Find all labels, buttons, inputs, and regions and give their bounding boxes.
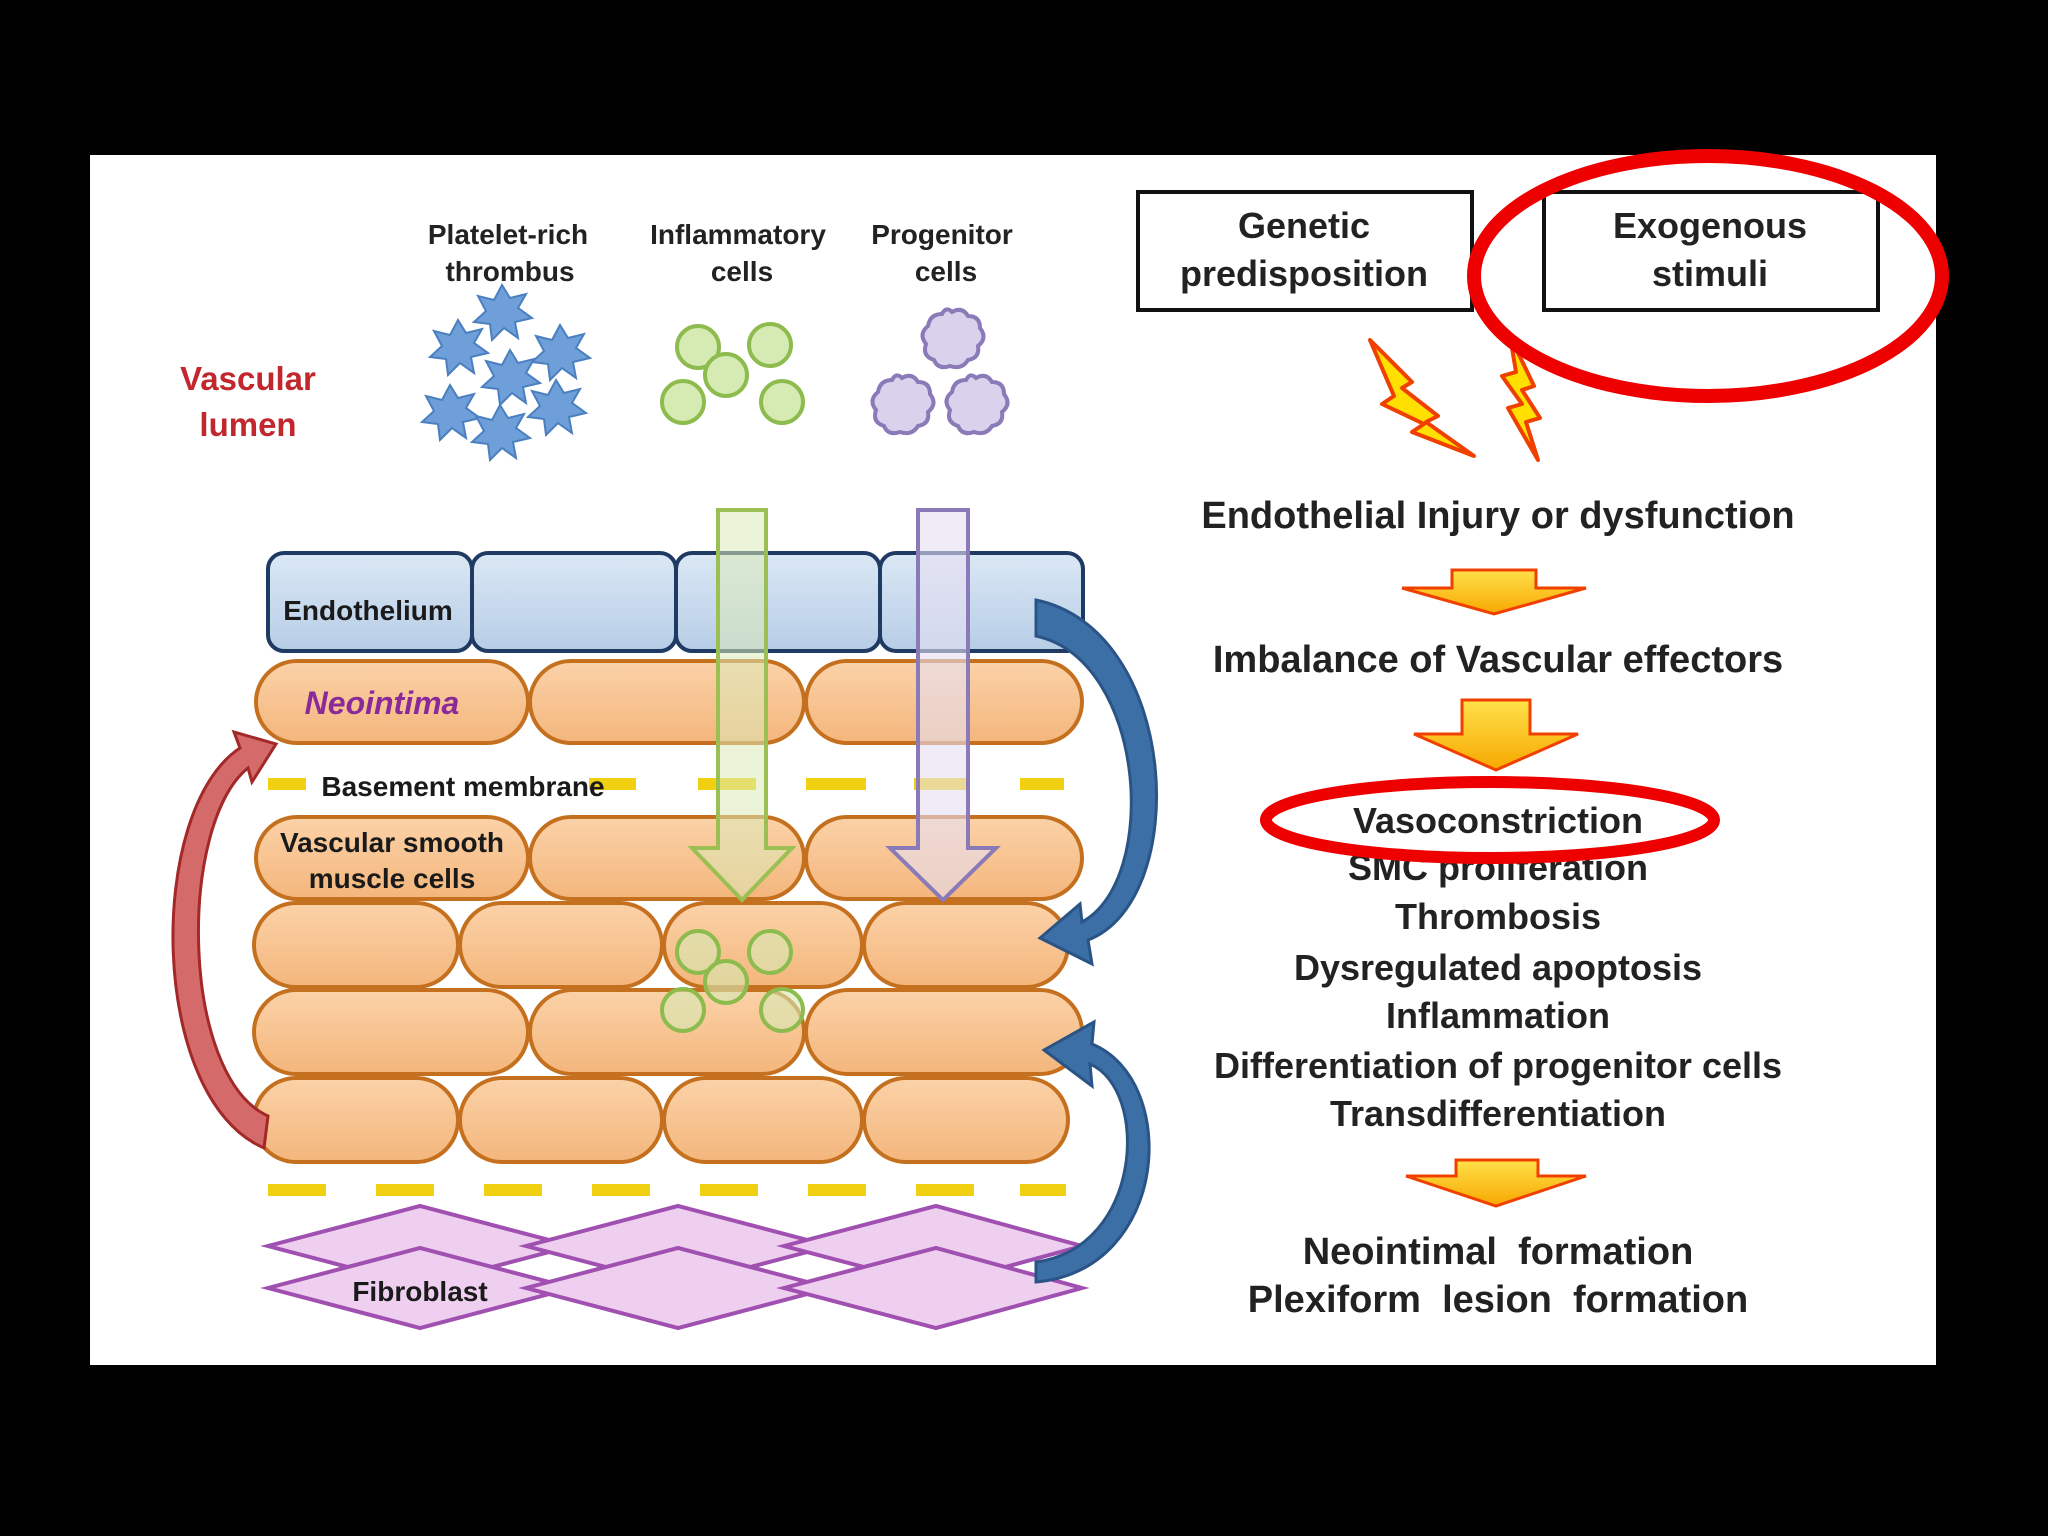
genetic-predisposition-box: [1136, 190, 1474, 312]
genetic-label-line2: predisposition: [1180, 253, 1428, 294]
exogenous-highlight-circle: [1467, 149, 1949, 403]
fibroblast-layer: [260, 1203, 1090, 1331]
endothelium-label: Endothelium: [283, 595, 453, 626]
progenitor-migration-arrow: [885, 508, 1001, 903]
progenitor-label-line1: Progenitor: [871, 219, 1013, 250]
vasoconstriction-highlight-circle: [1260, 776, 1720, 864]
lightning-bolt-left-icon: [1368, 338, 1476, 458]
platelet-label-line2: thrombus: [445, 256, 574, 287]
genetic-label-line1: Genetic: [1238, 205, 1370, 246]
effect-dysregulated-apoptosis: Dysregulated apoptosis: [1294, 947, 1702, 988]
basement-membrane-label: Basement membrane: [321, 771, 604, 802]
exogenous-label-line2: stimuli: [1652, 253, 1768, 294]
effect-inflammation: Inflammation: [1386, 995, 1610, 1036]
platelet-label-line1: Platelet-rich: [428, 219, 588, 250]
inflammatory-label-line1: Inflammatory: [650, 219, 826, 250]
outcome-plexiform: Plexiform lesion formation: [1248, 1279, 1748, 1321]
inflammatory-cells-icon: [660, 322, 805, 425]
imbalance-step: Imbalance of Vascular effectors: [1213, 639, 1783, 681]
vsmc-label-line2: muscle cells: [309, 863, 476, 894]
effect-vasoconstriction: Vasoconstriction: [1353, 800, 1643, 841]
exogenous-stimuli-box: [1542, 190, 1880, 312]
red-migration-arrow: [171, 729, 279, 1151]
neointima-label: Neointima: [305, 685, 460, 721]
inflammatory-label-line2: cells: [711, 256, 773, 287]
vascular-lumen-label-line2: lumen: [199, 406, 296, 443]
effect-thrombosis: Thrombosis: [1395, 896, 1601, 937]
blue-endothelial-arrow: [1034, 598, 1159, 967]
vsmc-layer: [252, 815, 1084, 1164]
effect-progenitor-differentiation: Differentiation of progenitor cells: [1214, 1045, 1782, 1086]
vsmc-label-line1: Vascular smooth: [280, 827, 504, 858]
outcome-neointimal: Neointimal formation: [1303, 1231, 1694, 1273]
progenitor-label-line2: cells: [915, 256, 977, 287]
endothelial-injury-step: Endothelial Injury or dysfunction: [1201, 495, 1794, 537]
inflammatory-migration-arrow: [687, 508, 797, 903]
lightning-bolt-right-icon: [1500, 334, 1542, 462]
flow-arrow-2: [1413, 698, 1579, 772]
flow-arrow-3: [1405, 1158, 1587, 1208]
exogenous-label-line1: Exogenous: [1613, 205, 1807, 246]
effect-transdifferentiation: Transdifferentiation: [1330, 1093, 1666, 1134]
fibroblast-label: Fibroblast: [352, 1276, 487, 1307]
vascular-lumen-label-line1: Vascular: [180, 360, 316, 397]
blue-fibroblast-arrow: [1034, 1019, 1151, 1284]
platelet-thrombus-icon: [419, 282, 593, 463]
progenitor-cells-icon: [870, 307, 1010, 436]
infiltrated-inflammatory-cells: [660, 929, 805, 1033]
flow-arrow-1: [1401, 568, 1587, 616]
